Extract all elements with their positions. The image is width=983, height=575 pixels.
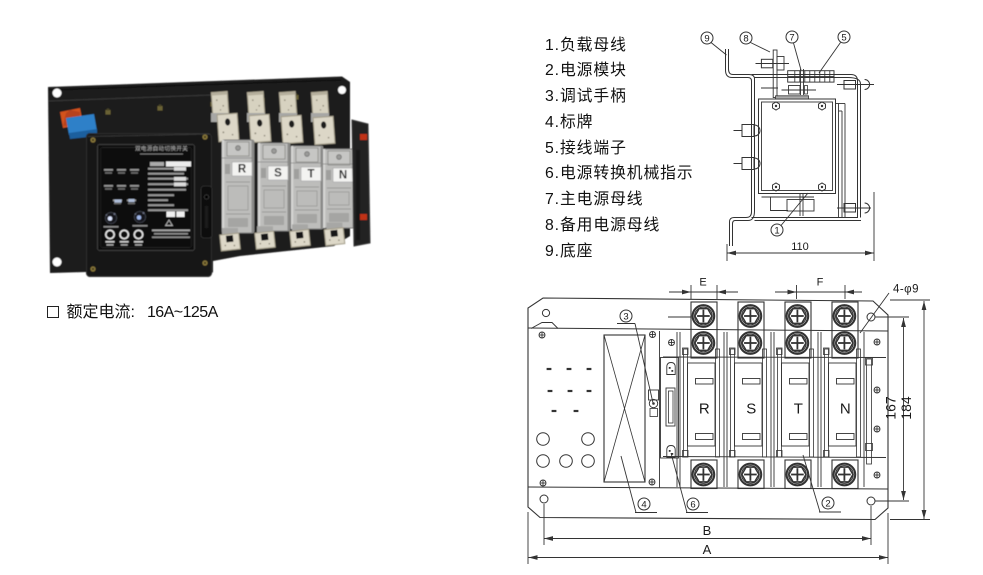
svg-text:R: R [699, 401, 710, 418]
svg-text:6: 6 [690, 499, 695, 510]
svg-text:167: 167 [883, 396, 899, 420]
svg-text:1: 1 [774, 225, 779, 236]
svg-text:8: 8 [743, 33, 748, 44]
svg-text:T: T [794, 401, 803, 418]
svg-text:7: 7 [789, 32, 794, 43]
svg-text:T: T [307, 169, 314, 181]
svg-text:9: 9 [704, 33, 709, 44]
svg-text:N: N [339, 170, 347, 182]
svg-text:R: R [238, 164, 247, 176]
svg-text:5: 5 [841, 32, 846, 43]
svg-text:A: A [703, 542, 712, 557]
svg-text:3: 3 [623, 311, 628, 322]
svg-text:N: N [840, 401, 851, 418]
svg-text:110: 110 [791, 241, 809, 253]
svg-text:E: E [699, 277, 706, 289]
svg-text:F: F [817, 277, 824, 289]
svg-text:2: 2 [825, 498, 830, 509]
svg-text:B: B [703, 523, 712, 538]
svg-text:S: S [274, 168, 282, 180]
svg-text:双电源自动切换开关: 双电源自动切换开关 [135, 145, 188, 153]
svg-text:S: S [746, 401, 756, 418]
svg-text:184: 184 [898, 396, 914, 420]
svg-text:4-φ9: 4-φ9 [893, 284, 919, 296]
svg-text:4: 4 [641, 499, 646, 510]
